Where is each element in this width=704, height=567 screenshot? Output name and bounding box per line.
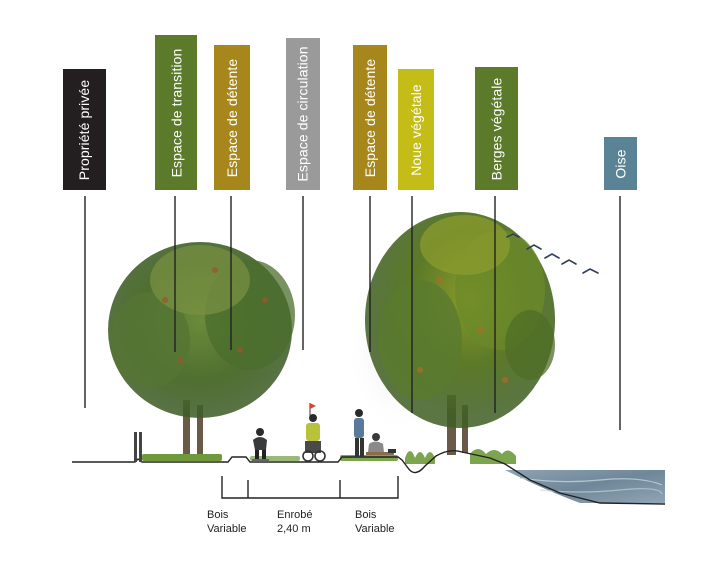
birds [506,233,599,274]
fence-posts [134,432,142,462]
walking-person [354,409,364,457]
zone-label-text: Espace de détente [362,58,378,177]
zone-label-text: Espace de détente [224,58,240,177]
seated-person-on-bench [366,433,396,455]
zone-label-text: Espace de circulation [295,46,311,182]
zone-label-espace-circulation: Espace de circulation [286,38,320,190]
dimension-line-2: 2,40 m [277,523,311,535]
dimension-line-1: Bois [355,509,377,521]
dimension-label-enrobe: Enrobé 2,40 m [277,508,312,536]
dimension-line-2: Variable [207,523,247,535]
dimension-line-1: Bois [207,509,229,521]
dimension-line-1: Enrobé [277,509,313,521]
zone-label-espace-detente-2: Espace de détente [353,45,387,190]
zone-label-espace-detente-1: Espace de détente [214,45,250,190]
zone-label-propriete-privee: Propriété privée [63,69,106,190]
dimension-brackets [221,476,399,499]
river-water [505,470,665,503]
cyclist-with-trailer [302,403,326,462]
zone-label-oise: Oise [604,137,637,190]
right-tree [365,212,555,455]
dimension-line-2: Variable [355,523,395,535]
zone-label-text: Espace de transition [168,48,185,177]
zone-label-text: Berges végétale [488,77,505,180]
zone-label-text: Propriété privée [76,79,93,180]
zone-label-berges-vegetale: Berges végétale [475,67,518,190]
pedestrian-skater [252,428,269,461]
zone-label-text: Oise [612,148,629,179]
zone-label-noue-vegetale: Noue végétale [398,69,434,190]
zone-label-espace-transition: Espace de transition [155,35,197,190]
left-tree [108,242,295,460]
zone-label-text: Noue végétale [408,83,424,176]
dimension-label-bois-left: Bois Variable [207,508,247,536]
ground-line [72,449,666,505]
leader-lines [84,196,621,430]
dimension-label-bois-right: Bois Variable [355,508,395,536]
